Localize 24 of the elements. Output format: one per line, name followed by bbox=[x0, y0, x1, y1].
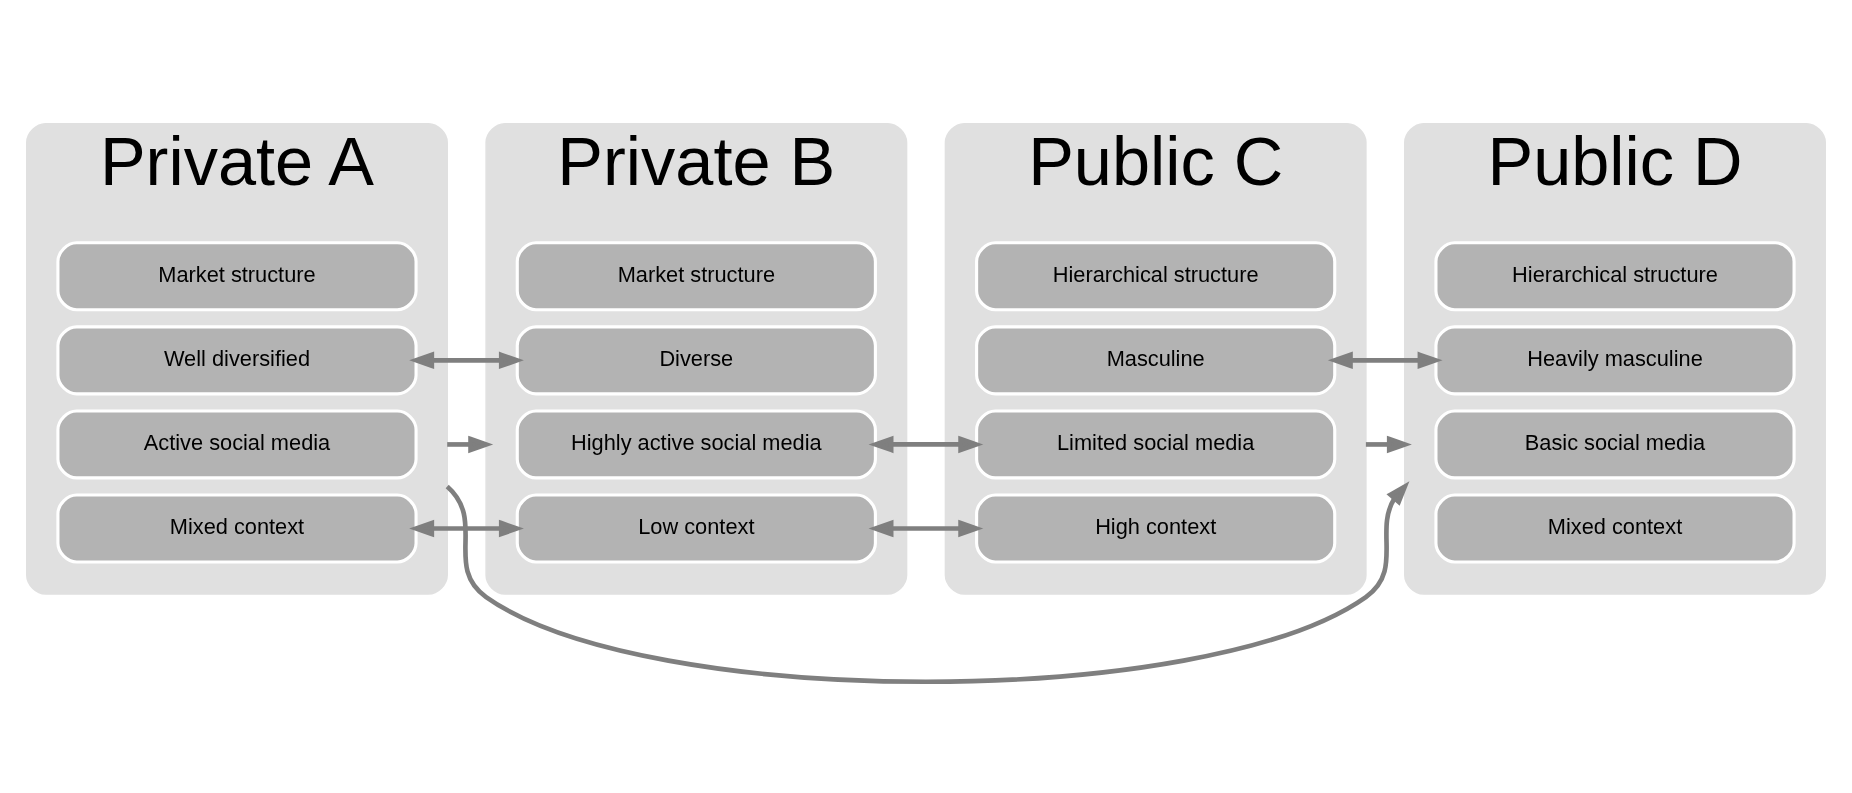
arrow bbox=[1365, 435, 1412, 454]
node-box: Hierarchical structure bbox=[975, 241, 1337, 312]
arrow bbox=[445, 481, 1410, 685]
node-box: Limited social media bbox=[975, 409, 1337, 480]
node-box: Market structure bbox=[515, 241, 877, 312]
node-box: High context bbox=[975, 493, 1337, 564]
node-box: Basic social media bbox=[1434, 409, 1796, 480]
node-box: Diverse bbox=[515, 325, 877, 396]
node-box: Heavily masculine bbox=[1434, 325, 1796, 396]
node-box: Hierarchical structure bbox=[1434, 241, 1796, 312]
arrow bbox=[868, 519, 984, 538]
node-box: Highly active social media bbox=[515, 409, 877, 480]
node-box: Market structure bbox=[56, 241, 418, 312]
arrow bbox=[409, 519, 524, 538]
node-box: Low context bbox=[515, 493, 877, 564]
arrow bbox=[447, 435, 494, 454]
node-box: Masculine bbox=[975, 325, 1337, 396]
node-box: Active social media bbox=[56, 409, 418, 480]
node-box: Mixed context bbox=[1434, 493, 1796, 564]
node-box: Mixed context bbox=[56, 493, 418, 564]
arrow bbox=[409, 351, 524, 370]
arrow bbox=[868, 435, 984, 454]
arrow bbox=[1327, 351, 1443, 370]
node-box: Well diversified bbox=[56, 325, 418, 396]
